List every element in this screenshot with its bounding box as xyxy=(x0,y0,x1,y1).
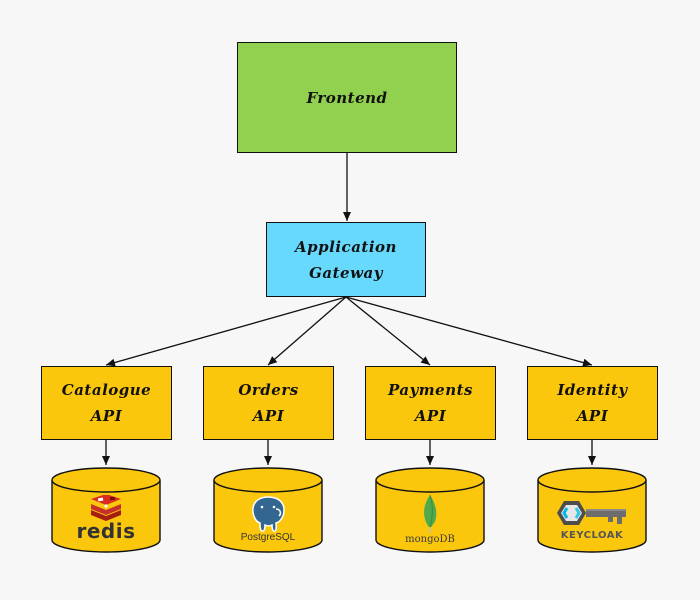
catalogue-api-box: Catalogue API xyxy=(41,366,172,440)
api-label-line2: API xyxy=(90,407,123,425)
gateway-label-line1: Application xyxy=(295,237,397,256)
postgresql-database: PostgreSQL xyxy=(213,466,323,554)
api-label-line1: Payments xyxy=(387,381,473,399)
keycloak-database: KEYCLOAK xyxy=(537,466,647,554)
postgresql-label: PostgreSQL xyxy=(240,532,296,543)
redis-label: redis xyxy=(76,519,136,543)
keycloak-key-icon xyxy=(557,501,626,525)
mongodb-leaf-icon xyxy=(424,494,437,533)
api-label-line1: Catalogue xyxy=(61,381,152,399)
redis-logo-icon xyxy=(91,495,121,521)
arrow-gateway-to-catalogue xyxy=(105,296,347,367)
api-label-line2: API xyxy=(414,407,447,425)
orders-api-box: Orders API xyxy=(203,366,334,440)
mongodb-database: mongoDB xyxy=(375,466,485,554)
api-label-line2: API xyxy=(252,407,285,425)
identity-api-box: Identity API xyxy=(527,366,658,440)
frontend-box: Frontend xyxy=(237,42,457,153)
postgresql-elephant-icon xyxy=(252,496,285,532)
api-label-line1: Identity xyxy=(557,381,628,399)
database-cylinder-icon xyxy=(375,467,485,553)
arrow-gateway-to-identity xyxy=(345,296,593,367)
keycloak-label: KEYCLOAK xyxy=(560,530,624,541)
application-gateway-box: Application Gateway xyxy=(266,222,426,297)
frontend-label: Frontend xyxy=(306,88,388,107)
gateway-label-line2: Gateway xyxy=(309,263,383,282)
mongodb-label: mongoDB xyxy=(405,533,455,545)
payments-api-box: Payments API xyxy=(365,366,496,440)
arrow-gateway-to-orders xyxy=(267,296,347,366)
api-label-line2: API xyxy=(576,407,609,425)
arrow-gateway-to-payments xyxy=(345,296,431,366)
redis-database: redis xyxy=(51,466,161,554)
api-label-line1: Orders xyxy=(238,381,299,399)
